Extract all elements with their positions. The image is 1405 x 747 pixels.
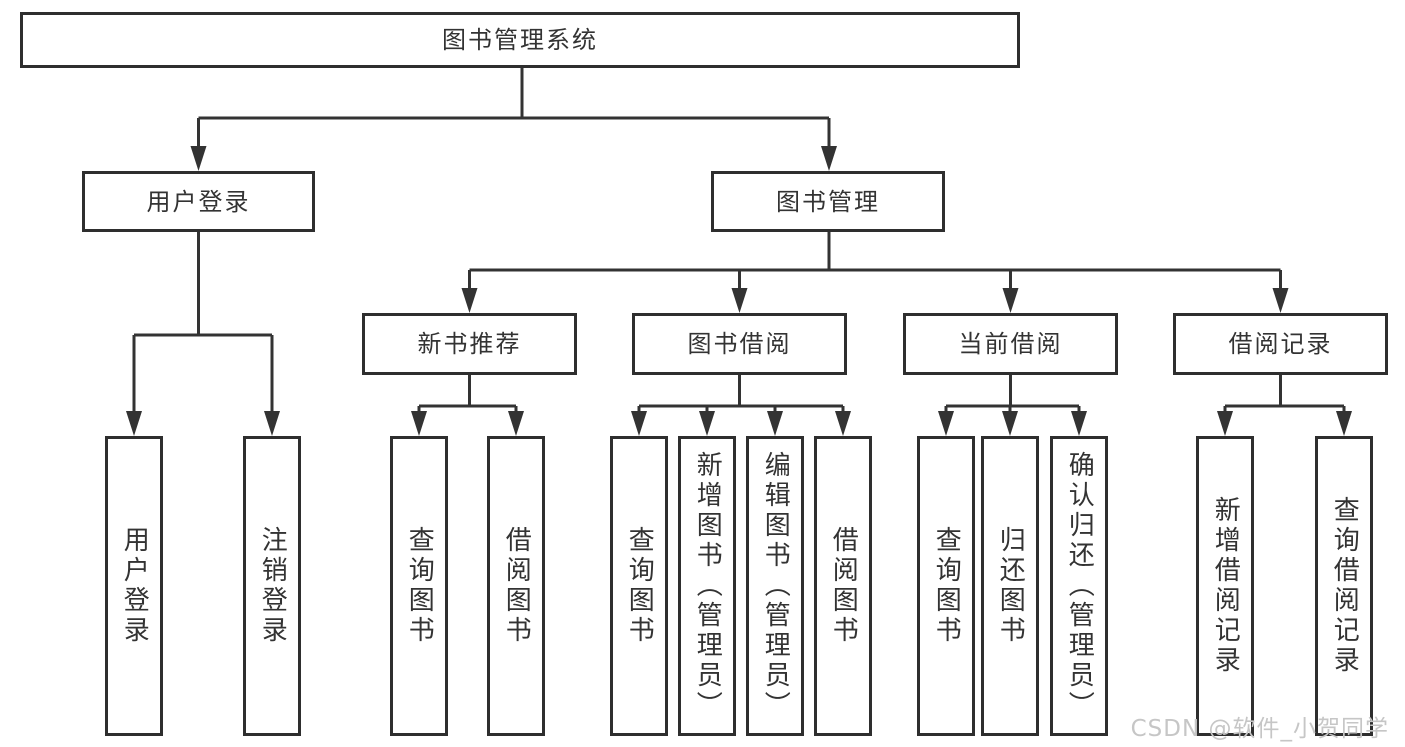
node-root: 图书管理系统 bbox=[20, 12, 1020, 68]
node-leaf-confirm-return-admin: 确认归还（管理员） bbox=[1050, 436, 1108, 736]
node-borrow-records: 借阅记录 bbox=[1173, 313, 1388, 375]
node-leaf-add-books-admin: 新增图书（管理员） bbox=[678, 436, 736, 736]
connector-lines-borrow-records-branch bbox=[1223, 375, 1346, 417]
node-leaf-return-books: 归还图书 bbox=[981, 436, 1039, 736]
node-leaf-query-borrow-record: 查询借阅记录 bbox=[1315, 436, 1373, 736]
node-new-book-recommend: 新书推荐 bbox=[362, 313, 577, 375]
node-book-borrow: 图书借阅 bbox=[632, 313, 847, 375]
node-leaf-edit-books-admin: 编辑图书（管理员） bbox=[746, 436, 804, 736]
node-book-management: 图书管理 bbox=[711, 171, 945, 232]
connector-lines-user-login-branch bbox=[132, 232, 274, 417]
connector-lines-book-borrow-branch bbox=[637, 375, 845, 417]
csdn-watermark: CSDN @软件_小贺同学 bbox=[1130, 716, 1389, 742]
arrowheads bbox=[126, 146, 1352, 436]
node-leaf-query-books-1: 查询图书 bbox=[390, 436, 448, 736]
connector-lines-new-book-branch bbox=[417, 375, 518, 417]
connector-lines-book-management-branch bbox=[468, 232, 1282, 294]
connector-lines-root-to-level2 bbox=[197, 68, 831, 152]
node-leaf-add-borrow-record: 新增借阅记录 bbox=[1196, 436, 1254, 736]
node-leaf-query-books-3: 查询图书 bbox=[917, 436, 975, 736]
node-leaf-logout: 注销登录 bbox=[243, 436, 301, 736]
connector-lines-current-borrow-branch bbox=[944, 375, 1081, 417]
node-leaf-borrow-books-1: 借阅图书 bbox=[487, 436, 545, 736]
node-current-borrow: 当前借阅 bbox=[903, 313, 1118, 375]
node-leaf-user-login: 用户登录 bbox=[105, 436, 163, 736]
node-leaf-query-books-2: 查询图书 bbox=[610, 436, 668, 736]
node-leaf-borrow-books-2: 借阅图书 bbox=[814, 436, 872, 736]
node-user-login: 用户登录 bbox=[82, 171, 315, 232]
